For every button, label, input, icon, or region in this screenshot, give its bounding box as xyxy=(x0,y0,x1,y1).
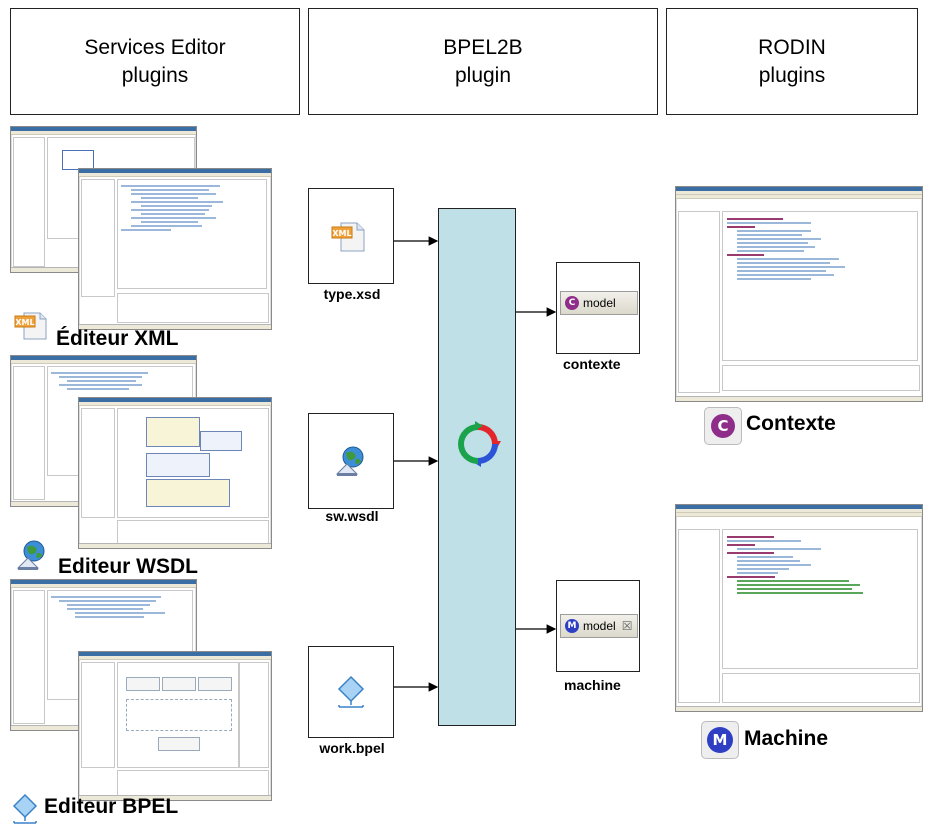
header-rodin: RODIN plugins xyxy=(666,8,918,115)
xml-editor-screenshot-front xyxy=(78,168,272,330)
wsdl-globe-icon xyxy=(333,444,369,483)
close-icon: ☒ xyxy=(621,619,633,633)
header-line-2: plugins xyxy=(121,63,189,87)
xsd-file-label: type.xsd xyxy=(323,286,381,302)
machine-badge-icon: M xyxy=(701,721,739,759)
contexte-result-label: Contexte xyxy=(746,412,836,435)
rodin-machine-screenshot xyxy=(675,504,923,712)
wsdl-editor-label: Editeur WSDL xyxy=(58,555,198,578)
bpel-file-box xyxy=(308,646,394,738)
header-services-editor: Services Editor plugins xyxy=(10,8,300,115)
xml-file-icon: XML xyxy=(14,311,48,346)
header-line-1: BPEL2B xyxy=(443,35,523,59)
model-tab-label: model xyxy=(583,296,616,310)
context-badge-icon: C xyxy=(704,407,742,445)
wsdl-editor-screenshot-front xyxy=(78,397,272,549)
machine-model-tab: M model ☒ xyxy=(560,614,638,638)
transform-cycle-icon xyxy=(453,419,503,474)
header-line-1: RODIN xyxy=(758,35,826,59)
rodin-context-screenshot xyxy=(675,186,923,402)
header-line-1: Services Editor xyxy=(84,35,226,59)
xml-editor-label: Éditeur XML xyxy=(56,327,179,350)
contexte-output-box: C model xyxy=(556,262,640,354)
machine-badge-icon: M xyxy=(565,619,579,633)
header-bpel2b: BPEL2B plugin xyxy=(308,8,658,115)
xml-file-icon: XML xyxy=(331,221,367,258)
context-badge-icon: C xyxy=(565,296,579,310)
bpel2b-processor xyxy=(438,208,516,726)
wsdl-file-label: sw.wsdl xyxy=(325,508,379,524)
model-tab-label: model xyxy=(583,619,616,633)
bpel-file-label: work.bpel xyxy=(319,740,385,756)
machine-output-label: machine xyxy=(564,677,621,693)
machine-result-label: Machine xyxy=(744,727,829,750)
wsdl-globe-icon xyxy=(14,538,50,577)
machine-output-box: M model ☒ xyxy=(556,580,640,672)
bpel-diamond-icon xyxy=(8,793,42,830)
svg-text:XML: XML xyxy=(332,229,351,238)
header-line-2: plugins xyxy=(758,63,826,87)
xsd-file-box: XML xyxy=(308,188,394,284)
contexte-output-label: contexte xyxy=(563,356,621,372)
bpel-editor-screenshot-front xyxy=(78,651,272,801)
bpel-diamond-icon xyxy=(333,675,369,716)
context-model-tab: C model xyxy=(560,291,638,315)
bpel-editor-label: Editeur BPEL xyxy=(44,795,179,818)
svg-text:XML: XML xyxy=(15,318,34,327)
header-line-2: plugin xyxy=(454,63,512,87)
wsdl-file-box xyxy=(308,413,394,509)
